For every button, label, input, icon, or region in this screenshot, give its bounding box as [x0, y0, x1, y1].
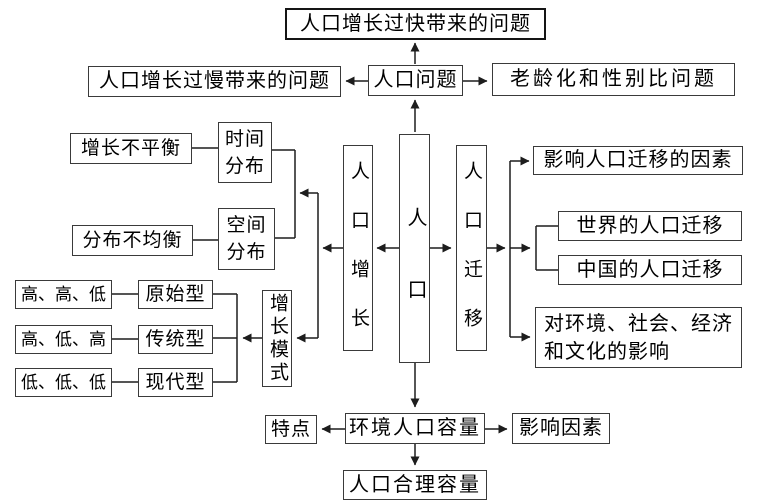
node-high-high-low: 高、高、低 — [15, 280, 112, 309]
node-population-growth: 人口增长 — [343, 145, 373, 357]
node-migration-factors: 影响人口迁移的因素 — [533, 146, 743, 175]
node-space-distribution: 空间 分布 — [218, 208, 275, 270]
node-population-problem: 人口问题 — [368, 65, 463, 96]
node-env-social-impact: 对环境、社会、经济 和文化的影响 — [535, 307, 742, 368]
node-growth-imbalance: 增长不平衡 — [70, 133, 192, 164]
node-slow-growth-problem: 人口增长过慢带来的问题 — [88, 66, 341, 97]
node-rapid-growth-problem: 人口增长过快带来的问题 — [285, 8, 546, 40]
node-traditional-type: 传统型 — [138, 325, 213, 354]
node-modern-type: 现代型 — [138, 368, 213, 397]
node-aging-sex-ratio-problem: 老龄化和性别比问题 — [492, 63, 735, 96]
node-uneven-distribution: 分布不均衡 — [72, 225, 193, 256]
node-env-population-capacity: 环境人口容量 — [345, 413, 485, 444]
node-china-migration: 中国的人口迁移 — [558, 255, 742, 285]
node-reasonable-capacity: 人口合理容量 — [343, 470, 487, 500]
node-features: 特点 — [265, 415, 317, 444]
node-time-distribution: 时间 分布 — [218, 122, 272, 183]
node-population-migration: 人口迁移 — [456, 145, 487, 357]
node-population: 人口 — [399, 134, 430, 363]
node-primitive-type: 原始型 — [138, 280, 213, 309]
node-influence-factors: 影响因素 — [512, 413, 610, 444]
node-low-low-low: 低、低、低 — [15, 368, 112, 397]
node-high-low-high: 高、低、高 — [15, 325, 112, 354]
node-world-migration: 世界的人口迁移 — [558, 211, 742, 241]
node-growth-pattern: 增长模式 — [262, 290, 292, 387]
